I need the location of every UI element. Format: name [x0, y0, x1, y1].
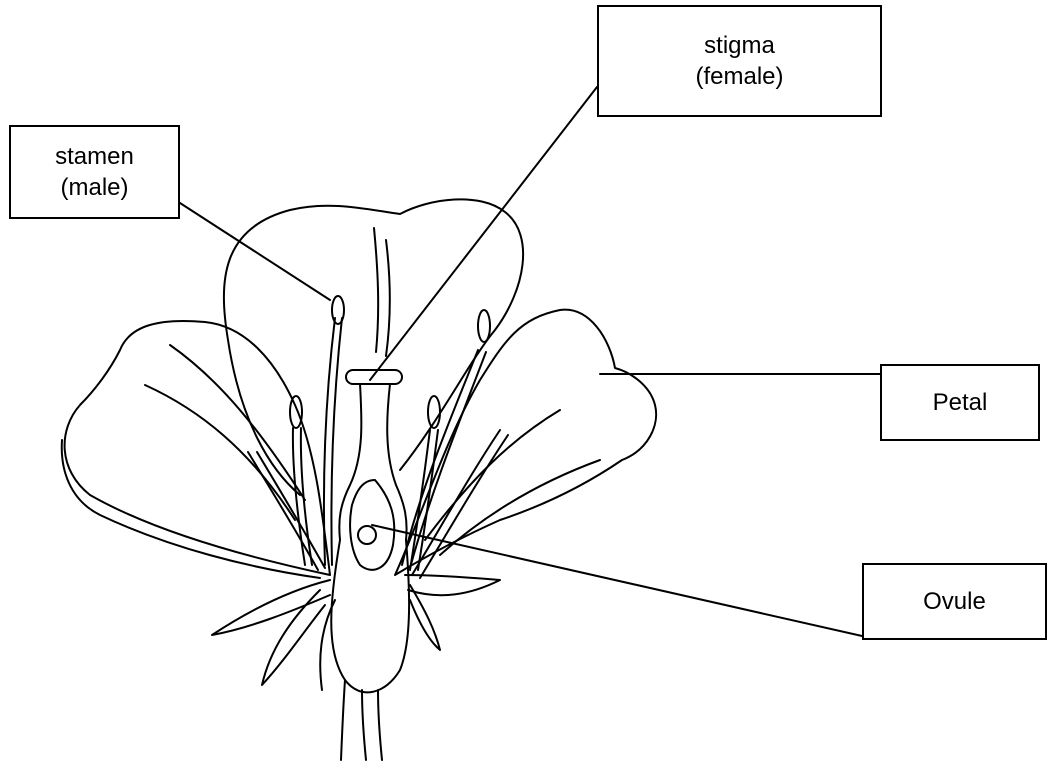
- stigma-label-line2: (female): [695, 61, 783, 92]
- stem-2: [362, 690, 366, 760]
- ovule-label-box: Ovule: [862, 563, 1047, 640]
- petal-right: [395, 310, 656, 575]
- ovule-label: Ovule: [923, 586, 986, 617]
- petal-label-box: Petal: [880, 364, 1040, 441]
- petal-top: [224, 199, 523, 495]
- leader-line-ovule: [372, 525, 862, 636]
- stem: [341, 680, 345, 760]
- petal-top-vein-2: [386, 240, 390, 356]
- sepals: [212, 575, 500, 690]
- petal-left-edge: [62, 440, 320, 578]
- ovule-shape: [358, 526, 376, 544]
- stamen-label-box: stamen (male): [9, 125, 180, 219]
- stigma-label-line1: stigma: [704, 30, 775, 61]
- stamen-label-line2: (male): [60, 172, 128, 203]
- leader-line-stamen: [180, 203, 330, 300]
- petal-left-vein-2: [170, 345, 305, 500]
- petal-label: Petal: [933, 387, 988, 418]
- petal-top-vein: [374, 228, 378, 352]
- stamen-label-line1: stamen: [55, 141, 134, 172]
- petal-left: [65, 321, 330, 575]
- stigma-label-box: stigma (female): [597, 5, 882, 117]
- petal-right-vein-2: [440, 460, 600, 555]
- stem-3: [378, 690, 382, 760]
- leader-line-stigma: [370, 87, 597, 380]
